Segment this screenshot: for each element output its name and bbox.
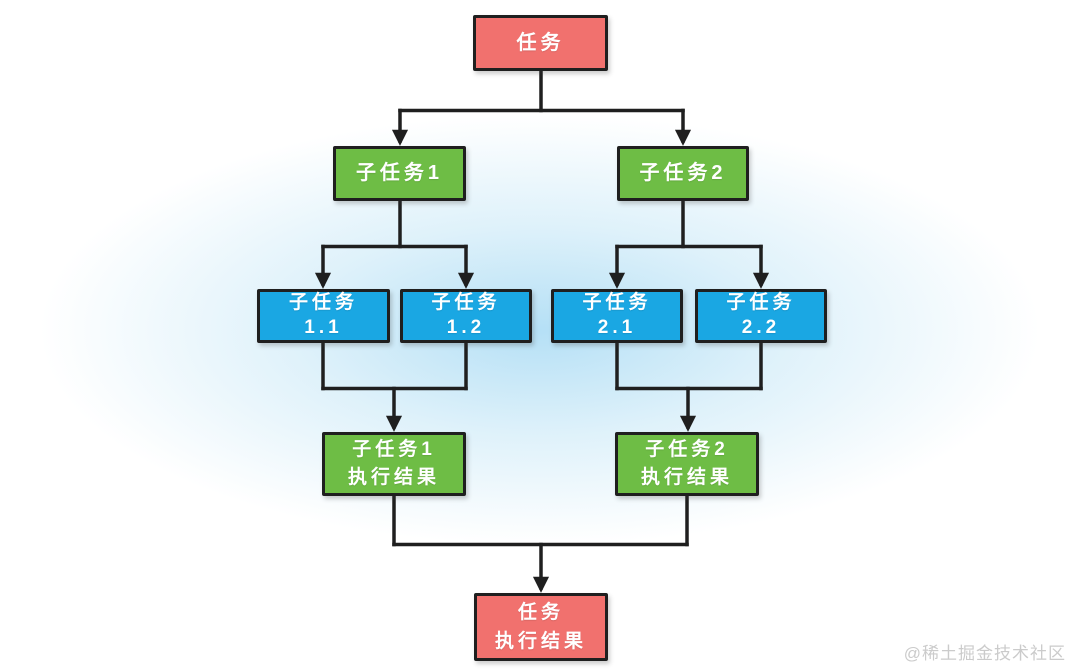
watermark: @稀土掘金技术社区	[903, 644, 1066, 663]
node-subtask-1-result: 子任务1 执行结果	[322, 432, 466, 496]
node-subtask-1-2: 子任务 1.2	[400, 289, 532, 343]
node-subtask-2-2: 子任务 2.2	[695, 289, 827, 343]
node-subtask-1: 子任务1	[333, 146, 466, 201]
node-task-result: 任务 执行结果	[474, 593, 608, 661]
node-subtask-2-result: 子任务2 执行结果	[615, 432, 759, 496]
node-subtask-2-1: 子任务 2.1	[551, 289, 683, 343]
node-subtask-2: 子任务2	[617, 146, 749, 201]
node-task: 任务	[473, 15, 608, 71]
node-subtask-1-1: 子任务 1.1	[257, 289, 390, 343]
